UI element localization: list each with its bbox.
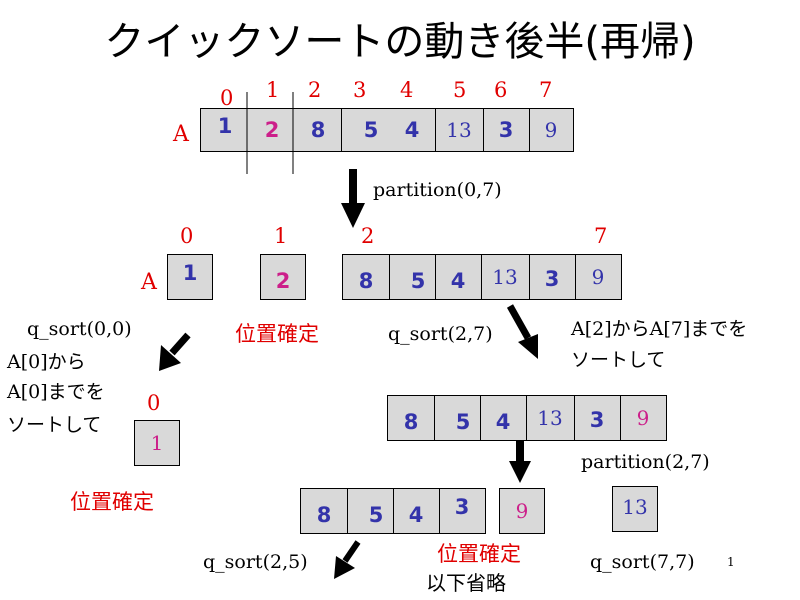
top-cell-5: 13 <box>446 118 472 142</box>
down-left-arrow-icon-2 <box>334 540 361 579</box>
q-sort-call-2-7: q_sort(2,7) <box>388 323 493 345</box>
note-right-line-1: A[2]からA[7]までを <box>571 318 748 340</box>
mid-right-cell-5: 9 <box>591 265 605 289</box>
top-index-7: 7 <box>539 78 553 102</box>
top-cell-2: 8 <box>310 118 326 142</box>
top-index-4: 4 <box>400 78 414 102</box>
bottom-right-cell: 13 <box>612 486 658 532</box>
page-number: 1 <box>727 555 735 569</box>
fixed-label-bottom: 位置確定 <box>437 542 521 566</box>
top-index-5: 5 <box>453 78 467 102</box>
second-cell-3: 13 <box>537 406 563 430</box>
top-cell-3: 5 <box>363 118 379 142</box>
down-arrow-icon-2 <box>509 440 531 483</box>
mid-right-array: 8 5 4 13 3 9 <box>342 254 622 300</box>
single-index-0: 0 <box>147 391 161 415</box>
top-cell-4: 4 <box>404 118 420 142</box>
mid-index-1: 1 <box>274 224 288 248</box>
second-array: 8 5 4 13 3 9 <box>387 395 667 441</box>
slide-title: クイックソートの動き後半(再帰) <box>104 19 696 65</box>
omitted-note: 以下省略 <box>426 571 506 595</box>
down-right-arrow-icon <box>506 304 538 359</box>
q-sort-call-0-0: q_sort(0,0) <box>27 318 132 340</box>
second-cell-1: 5 <box>455 410 471 434</box>
note-left-line-1: A[0]から <box>7 351 86 373</box>
down-left-arrow-icon <box>159 332 191 371</box>
bottom-cell-0: 8 <box>316 503 332 527</box>
top-index-0: 0 <box>220 86 234 110</box>
bottom-cell-2: 4 <box>408 503 424 527</box>
second-cell-5: 9 <box>636 406 650 430</box>
single-cell: 1 <box>134 420 180 466</box>
fixed-label-pivot: 位置確定 <box>235 322 319 346</box>
mid-array-label: A <box>141 270 157 295</box>
partition-call-2-7: partition(2,7) <box>581 451 710 473</box>
partition-call-0-7: partition(0,7) <box>373 179 502 201</box>
top-cell-0: 1 <box>217 114 233 138</box>
note-left-line-3: ソートして <box>7 414 102 436</box>
q-sort-call-2-5: q_sort(2,5) <box>203 551 308 573</box>
top-cell-6: 3 <box>498 118 514 142</box>
mid-right-cell-1: 5 <box>410 269 426 293</box>
down-arrow-icon <box>341 169 365 228</box>
top-cell-1: 2 <box>264 118 280 142</box>
mid-left-cell: 1 <box>167 254 213 300</box>
top-array-label: A <box>173 122 189 147</box>
bottom-pivot-cell: 9 <box>499 488 545 534</box>
top-index-6: 6 <box>494 78 508 102</box>
top-cell-7: 9 <box>544 118 558 142</box>
mid-right-cell-0: 8 <box>358 269 374 293</box>
second-cell-4: 3 <box>589 408 605 432</box>
second-cell-2: 4 <box>495 410 511 434</box>
note-right-line-2: ソートして <box>571 349 666 371</box>
mid-pivot-cell: 2 <box>260 254 306 300</box>
top-index-1: 1 <box>266 78 280 102</box>
top-array: 1 2 8 5 4 13 3 9 <box>200 108 574 152</box>
bottom-cell-1: 5 <box>368 503 384 527</box>
mid-right-cell-3: 13 <box>492 265 518 289</box>
fixed-label-single: 位置確定 <box>70 490 154 514</box>
bottom-left-array: 8 5 4 3 <box>300 488 486 534</box>
q-sort-call-7-7: q_sort(7,7) <box>590 551 695 573</box>
mid-right-cell-2: 4 <box>450 269 466 293</box>
top-index-2: 2 <box>308 78 322 102</box>
second-cell-0: 8 <box>403 410 419 434</box>
mid-index-2: 2 <box>361 224 375 248</box>
mid-index-0: 0 <box>180 224 194 248</box>
mid-index-7: 7 <box>594 224 608 248</box>
note-left-line-2: A[0]までを <box>7 381 105 403</box>
bottom-cell-3: 3 <box>454 495 470 519</box>
top-index-3: 3 <box>353 78 367 102</box>
mid-right-cell-4: 3 <box>544 267 560 291</box>
